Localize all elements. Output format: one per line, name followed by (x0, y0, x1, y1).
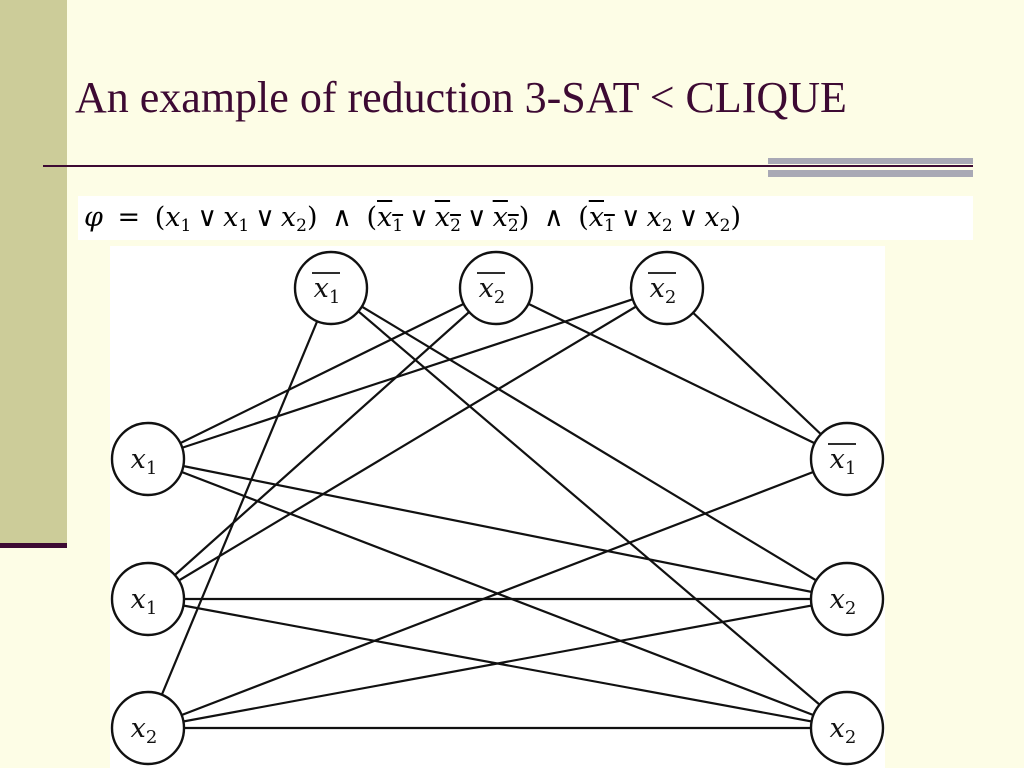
formula-literal: x2 (280, 202, 307, 236)
graph-node-r1: x1 (809, 421, 885, 497)
formula-or-operator: ∨ (255, 202, 275, 233)
graph-node-t3: x2 (629, 250, 705, 326)
graph-edge-t2-r1 (495, 287, 848, 460)
formula-equals: = (117, 202, 141, 233)
clique-graph-panel: x1 x2 x2 x1 x1 x2 x1 x2 x2 (110, 246, 885, 768)
formula-or-operator: ∨ (197, 202, 218, 233)
formula-or-operator: ∨ (620, 202, 641, 233)
graph-edge-t3-r1 (666, 287, 848, 460)
graph-node-circle (809, 561, 885, 637)
formula-clauses: (x1∨x1∨x2) ∧ (x1∨x2∨x2) ∧ (x1∨x2∨x2) (154, 202, 742, 236)
graph-edge-t3-l2 (147, 287, 668, 600)
graph-node-t2: x2 (458, 250, 534, 326)
graph-node-circle (809, 690, 885, 766)
formula-literal: x1 (165, 202, 192, 236)
formula-and-operator: ∧ (323, 202, 361, 233)
graph-edge-t1-r2 (330, 287, 848, 600)
edge-layer (146, 286, 848, 730)
left-decor-rule (0, 543, 67, 548)
formula-and-operator: ∧ (535, 202, 573, 233)
formula-literal: x1 (377, 202, 404, 236)
graph-node-r2: x2 (809, 561, 885, 637)
clique-graph: x1 x2 x2 x1 x1 x2 x1 x2 x2 (110, 250, 885, 766)
graph-node-circle (293, 250, 369, 326)
formula-phi: φ (84, 202, 103, 233)
graph-node-circle (458, 250, 534, 326)
formula-or-operator: ∨ (466, 202, 487, 233)
graph-edge-l3-r2 (147, 597, 848, 730)
formula-or-operator: ∨ (409, 202, 429, 233)
accent-bar-bottom (768, 170, 973, 177)
graph-node-l1: x1 (110, 421, 186, 497)
formula-literal: x2 (646, 202, 673, 236)
graph-node-l3: x2 (110, 690, 186, 766)
graph-node-circle (629, 250, 705, 326)
formula-clause: (x1∨x1∨x2) (154, 202, 318, 236)
graph-node-circle (110, 561, 186, 637)
boolean-formula: φ = (x1∨x1∨x2) ∧ (x1∨x2∨x2) ∧ (x1∨x2∨x2) (78, 196, 973, 240)
graph-edge-t1-r3 (330, 287, 848, 729)
formula-clause: (x1∨x2∨x2) (578, 202, 742, 236)
graph-edge-t2-l1 (147, 287, 497, 460)
node-layer: x1 x2 x2 x1 x1 x2 x1 x2 x2 (110, 250, 885, 766)
graph-edge-t1-l3 (146, 287, 333, 729)
graph-node-circle (809, 421, 885, 497)
title-underline (43, 165, 973, 167)
graph-edge-l3-r1 (147, 457, 848, 730)
graph-node-r3: x2 (809, 690, 885, 766)
graph-edge-l1-r2 (147, 457, 848, 601)
graph-node-t1: x1 (293, 250, 369, 326)
left-decor-band (0, 0, 67, 543)
slide-title: An example of reduction 3-SAT < CLIQUE (75, 73, 847, 122)
graph-node-l2: x1 (110, 561, 186, 637)
formula-clause: (x1∨x2∨x2) (366, 202, 530, 236)
accent-bar-top (768, 158, 973, 164)
graph-node-circle (110, 690, 186, 766)
formula-literal: x2 (434, 202, 461, 236)
graph-edge-t2-l2 (147, 287, 497, 600)
formula-literal: x2 (492, 202, 519, 236)
formula-literal: x1 (588, 202, 615, 236)
graph-edge-t3-l1 (147, 286, 668, 461)
formula-literal: x1 (223, 202, 250, 236)
graph-node-circle (110, 421, 186, 497)
formula-literal: x2 (704, 202, 731, 236)
formula-or-operator: ∨ (678, 202, 699, 233)
